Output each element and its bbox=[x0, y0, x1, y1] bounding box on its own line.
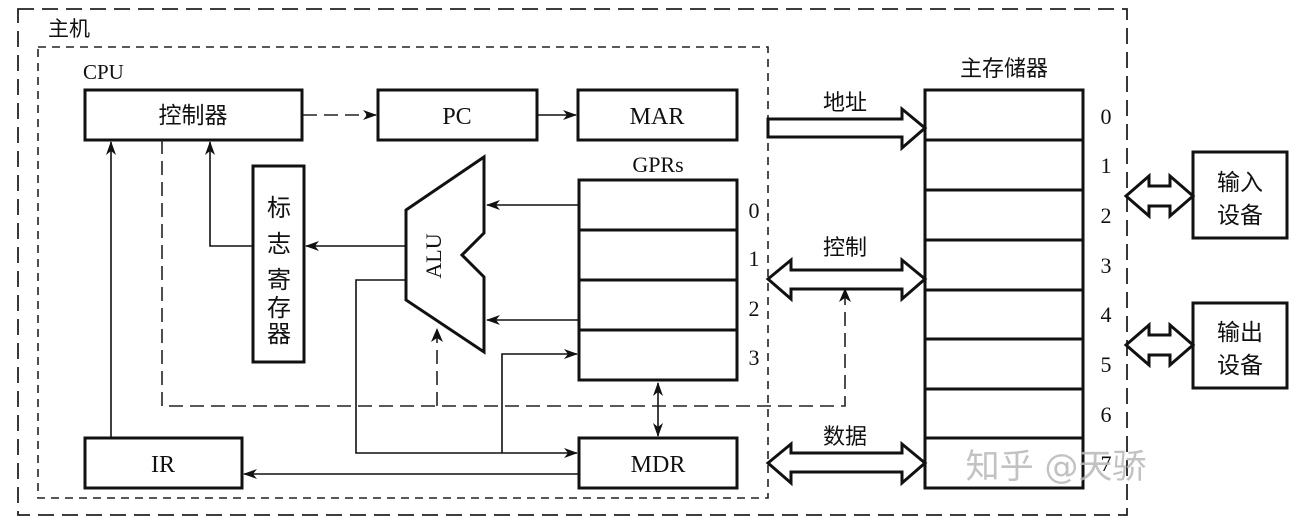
memory-index-2: 2 bbox=[1101, 203, 1112, 228]
flag-register-char-2: 寄 bbox=[267, 266, 291, 294]
flag-to-controller-arrow bbox=[205, 141, 253, 247]
flag-register-char-4: 器 bbox=[267, 320, 291, 348]
cpu-label: CPU bbox=[83, 60, 124, 84]
gpr-index-3: 3 bbox=[749, 345, 760, 370]
mar-register: MAR bbox=[576, 88, 739, 142]
input-device-line-1: 输入 bbox=[1217, 170, 1263, 196]
flag-register: 标 志 寄 存 器 bbox=[251, 164, 306, 364]
controller-block: 控制器 bbox=[83, 88, 304, 142]
main-memory-label: 主存储器 bbox=[960, 57, 1048, 82]
control-signal-line bbox=[161, 140, 846, 407]
memory-index-0: 0 bbox=[1101, 104, 1112, 129]
data-bus-arrow bbox=[765, 440, 928, 487]
memory-index-1: 1 bbox=[1101, 153, 1112, 178]
output-device: 输出 设备 bbox=[1191, 301, 1289, 390]
host-label: 主机 bbox=[48, 17, 90, 41]
ir-register: IR bbox=[83, 436, 244, 490]
mar-label: MAR bbox=[630, 104, 685, 130]
mdr-label: MDR bbox=[631, 452, 686, 478]
alu-label: ALU bbox=[421, 233, 446, 278]
input-device-line-2: 设备 bbox=[1217, 203, 1263, 229]
gpr-index-0: 0 bbox=[749, 198, 760, 223]
main-memory bbox=[923, 88, 1085, 490]
host-boundary bbox=[17, 8, 1128, 516]
ir-label: IR bbox=[151, 452, 175, 478]
mdr-register: MDR bbox=[577, 436, 739, 490]
memory-index-3: 3 bbox=[1101, 253, 1112, 278]
flag-register-char-0: 标 bbox=[267, 194, 291, 222]
gprs-register-file bbox=[577, 178, 739, 382]
alu-unit: ALU bbox=[404, 154, 486, 355]
address-bus-arrow bbox=[766, 105, 928, 152]
control-to-alu-arrowhead bbox=[431, 328, 443, 342]
gprs-label: GPRs bbox=[632, 152, 683, 177]
output-device-bidirectional-arrow bbox=[1123, 321, 1196, 369]
memory-index-6: 6 bbox=[1101, 402, 1112, 427]
flag-register-char-3: 存 bbox=[267, 294, 291, 322]
input-device-bidirectional-arrow bbox=[1123, 172, 1196, 220]
gpr-index-2: 2 bbox=[749, 296, 760, 321]
alu-output-to-gpr3-arrow bbox=[501, 349, 578, 453]
gpr-index-1: 1 bbox=[749, 246, 760, 271]
cpu-boundary bbox=[37, 46, 769, 499]
pc-register: PC bbox=[376, 88, 539, 142]
memory-index-4: 4 bbox=[1101, 302, 1112, 327]
control-bus-arrowhead bbox=[839, 288, 851, 302]
output-device-line-2: 设备 bbox=[1217, 353, 1263, 379]
controller-label: 控制器 bbox=[159, 103, 228, 129]
output-device-line-1: 输出 bbox=[1217, 320, 1263, 346]
data-bus-label: 数据 bbox=[823, 425, 867, 450]
alu-output-to-mdr-arrow bbox=[355, 279, 578, 458]
input-device: 输入 设备 bbox=[1191, 150, 1289, 240]
memory-index-5: 5 bbox=[1101, 352, 1112, 377]
address-bus-label: 地址 bbox=[823, 91, 867, 116]
control-bus-label: 控制 bbox=[823, 236, 867, 261]
watermark: 知乎 @天骄 bbox=[966, 447, 1147, 487]
control-bus-arrow bbox=[765, 256, 928, 303]
pc-label: PC bbox=[442, 104, 471, 130]
flag-register-char-1: 志 bbox=[267, 230, 291, 258]
memory-index-7: 7 bbox=[1101, 451, 1112, 476]
